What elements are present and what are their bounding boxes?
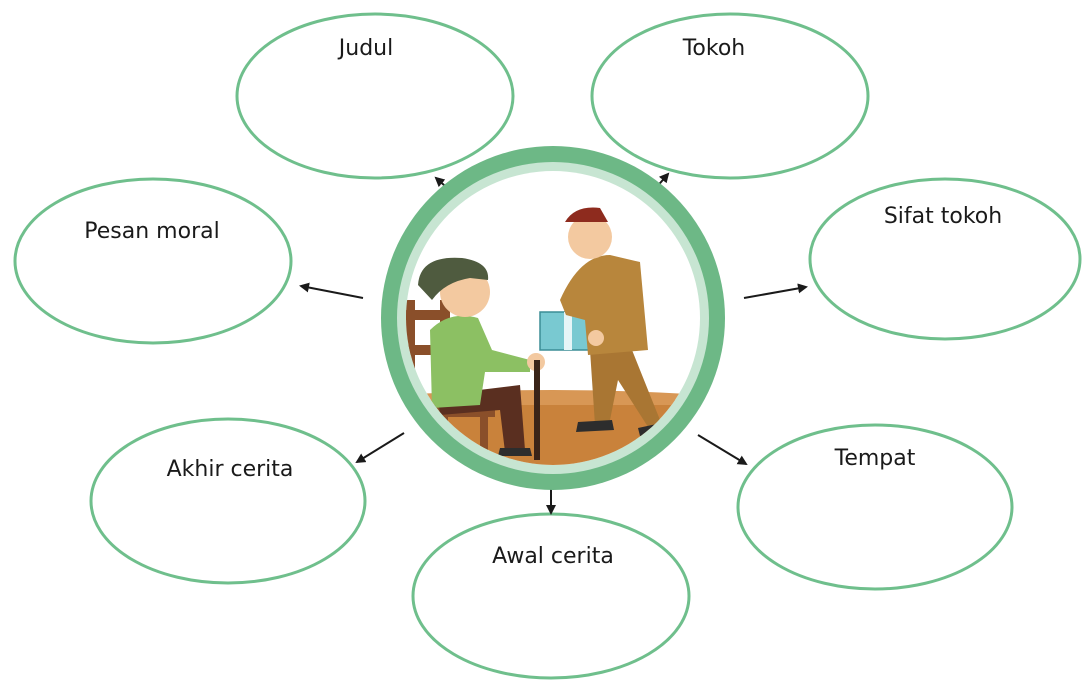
bubble-tempat-label: Tempat bbox=[834, 446, 916, 471]
walking-cane bbox=[534, 360, 540, 460]
bubble-tempat-ellipse bbox=[736, 423, 1014, 591]
standing-man-arm bbox=[578, 290, 610, 340]
standing-man-head bbox=[568, 215, 612, 259]
old-man-shirt bbox=[430, 315, 530, 408]
standing-man-hand bbox=[588, 330, 604, 346]
standing-man-figure bbox=[560, 207, 668, 436]
bubble-pesan-moral-label: Pesan moral bbox=[84, 219, 219, 244]
bubble-akhir-cerita-ellipse bbox=[89, 417, 367, 585]
arrow-to-akhir-cerita bbox=[355, 432, 405, 464]
bubble-pesan-moral: Pesan moral bbox=[13, 177, 293, 345]
bubble-judul-ellipse bbox=[235, 12, 515, 180]
bubble-tokoh-label: Tokoh bbox=[682, 36, 746, 61]
bubble-awal-cerita-label: Awal cerita bbox=[492, 544, 614, 569]
standing-man-shoe-left bbox=[576, 420, 614, 432]
arrow-to-pesan-moral bbox=[299, 282, 364, 299]
center-image bbox=[381, 146, 725, 490]
old-man-figure bbox=[418, 257, 545, 460]
bubble-sifat-tokoh-ellipse bbox=[808, 177, 1082, 341]
standing-man-cap bbox=[565, 207, 608, 222]
bubble-awal-cerita-ellipse bbox=[411, 512, 691, 680]
bubble-sifat-tokoh-label: Sifat tokoh bbox=[884, 204, 1002, 229]
bubble-akhir-cerita: Akhir cerita bbox=[89, 417, 367, 585]
arrow-to-tempat bbox=[697, 434, 748, 466]
bubble-pesan-moral-ellipse bbox=[13, 177, 293, 345]
bubble-tokoh: Tokoh bbox=[590, 12, 870, 180]
bubble-awal-cerita: Awal cerita bbox=[411, 512, 691, 680]
bubble-tempat: Tempat bbox=[736, 423, 1014, 591]
bubble-tokoh-ellipse bbox=[590, 12, 870, 180]
arrow-to-sifat-tokoh bbox=[743, 283, 808, 299]
bubble-judul: Judul bbox=[235, 12, 515, 180]
standing-man-legs bbox=[590, 345, 660, 430]
bubble-akhir-cerita-label: Akhir cerita bbox=[167, 457, 294, 482]
old-man-shoe bbox=[498, 448, 532, 456]
old-man-hat bbox=[418, 257, 489, 300]
bubble-sifat-tokoh: Sifat tokoh bbox=[808, 177, 1082, 341]
standing-man-uniform bbox=[560, 255, 648, 355]
bubble-judul-label: Judul bbox=[337, 36, 393, 61]
